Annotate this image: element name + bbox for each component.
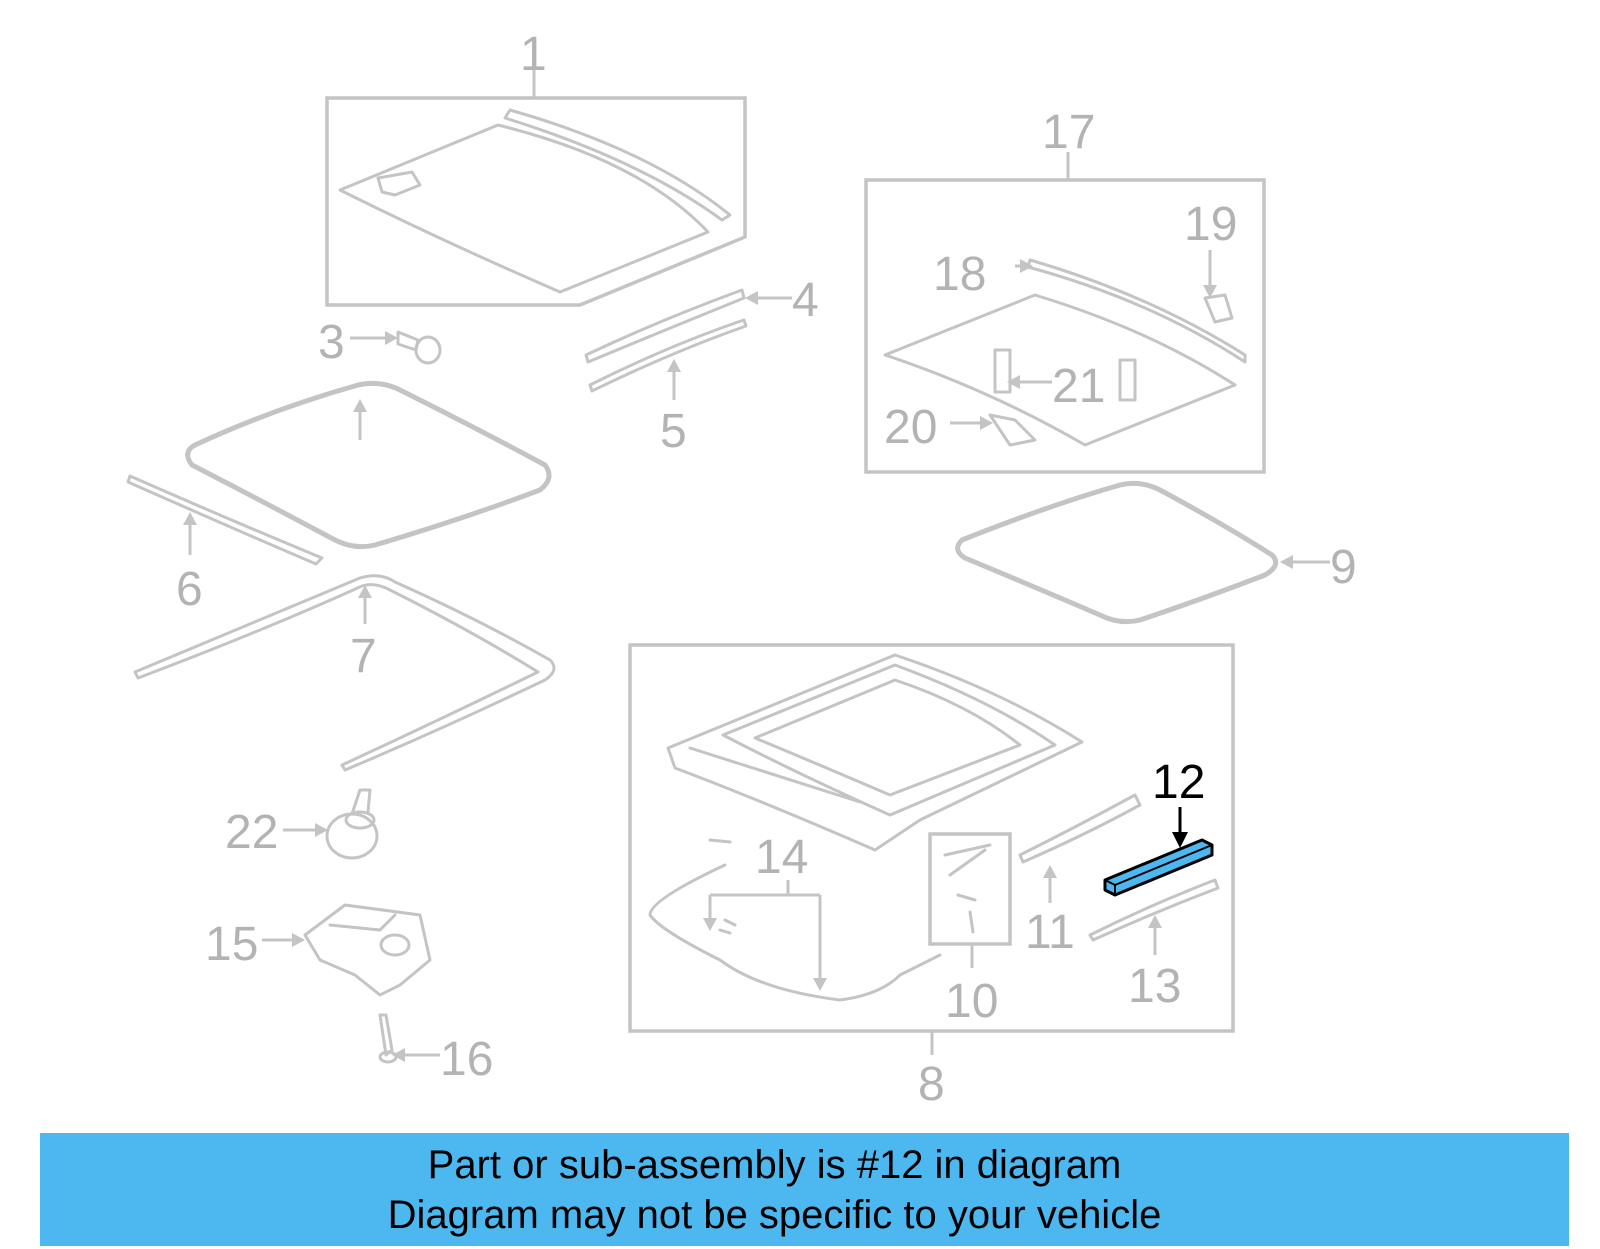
part-4-5-rails xyxy=(584,288,792,400)
callout-14: 14 xyxy=(755,831,808,884)
callout-3: 3 xyxy=(318,316,345,369)
part-9-seal xyxy=(955,480,1330,625)
part-12-highlighted xyxy=(1103,807,1214,897)
part-6-strip xyxy=(126,474,324,566)
callout-11: 11 xyxy=(1025,906,1075,959)
callout-18: 18 xyxy=(933,248,986,301)
parts-diagram: 1 3 4 5 6 7 xyxy=(126,28,1357,1111)
part-8-frame-assembly xyxy=(628,643,1235,1055)
callout-10: 10 xyxy=(945,975,998,1028)
weatherstrip-frame xyxy=(185,380,552,550)
callout-16: 16 xyxy=(440,1033,493,1086)
caption-banner: Part or sub-assembly is #12 in diagram D… xyxy=(40,1133,1569,1246)
callout-20: 20 xyxy=(884,401,937,454)
callout-15: 15 xyxy=(205,918,258,971)
callout-13: 13 xyxy=(1128,960,1181,1013)
callout-6: 6 xyxy=(176,563,203,616)
callout-22: 22 xyxy=(225,806,278,859)
part-15-motor-unit xyxy=(262,903,432,997)
part-1-glass-assembly xyxy=(325,68,747,307)
callout-17: 17 xyxy=(1042,106,1095,159)
part-7-seal xyxy=(133,574,556,772)
part-17-assembly xyxy=(864,152,1266,474)
part-16-screw xyxy=(378,1013,440,1064)
callout-4: 4 xyxy=(792,274,819,327)
callout-5: 5 xyxy=(660,405,687,458)
callout-12: 12 xyxy=(1152,756,1205,809)
callout-21: 21 xyxy=(1052,360,1105,413)
caption-line-1: Part or sub-assembly is #12 in diagram xyxy=(427,1142,1122,1187)
callout-8: 8 xyxy=(918,1058,945,1111)
callout-19: 19 xyxy=(1184,198,1237,251)
callout-1: 1 xyxy=(520,28,547,81)
part-3-bolt xyxy=(350,330,442,365)
callout-9: 9 xyxy=(1330,541,1357,594)
callout-7: 7 xyxy=(350,630,377,683)
part-22-motor xyxy=(283,788,379,860)
caption-line-2: Diagram may not be specific to your vehi… xyxy=(387,1192,1162,1237)
